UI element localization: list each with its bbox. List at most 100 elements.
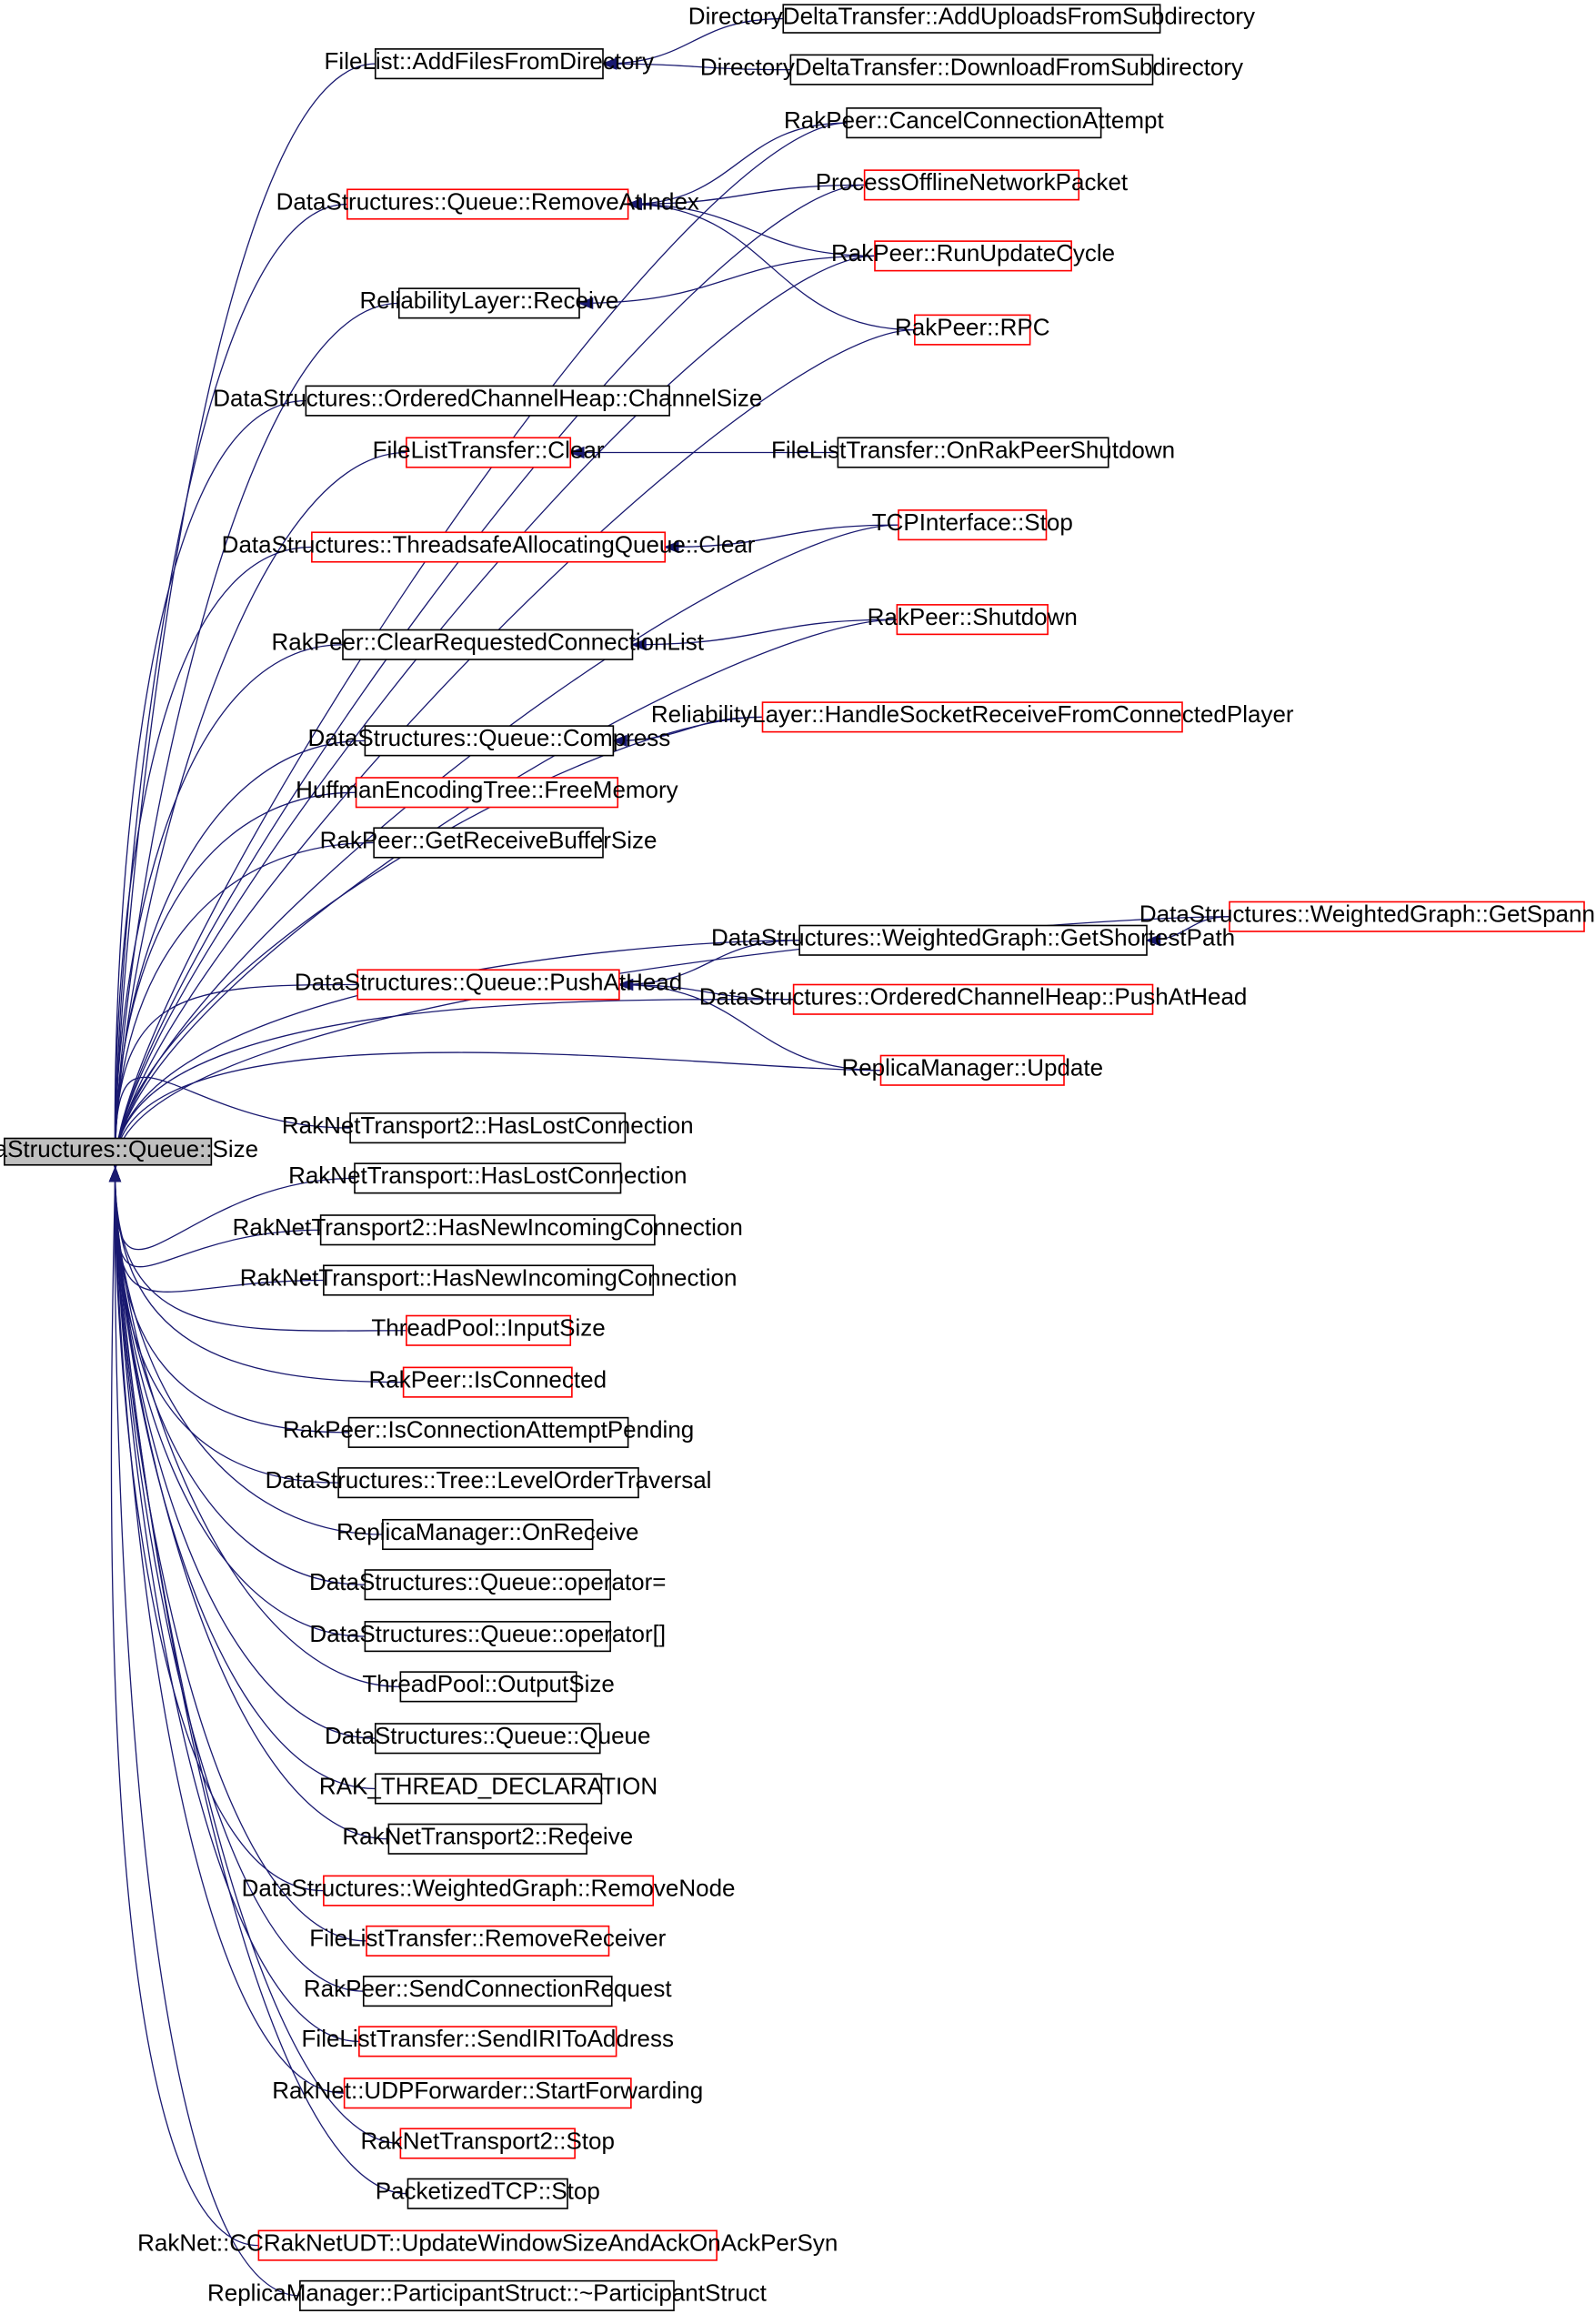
node-onrakshutdown[interactable]: FileListTransfer::OnRakPeerShutdown bbox=[771, 436, 1175, 468]
edge-line bbox=[115, 1167, 349, 1434]
edge-line bbox=[115, 999, 794, 1169]
node-label: RakPeer::CancelConnectionAttempt bbox=[784, 106, 1164, 134]
node-rnt2receive[interactable]: RakNetTransport2::Receive bbox=[342, 1823, 633, 1855]
node-clearreq[interactable]: RakPeer::ClearRequestedConnectionList bbox=[272, 629, 705, 660]
node-box bbox=[343, 2078, 632, 2109]
node-levelorder[interactable]: DataStructures::Tree::LevelOrderTraversa… bbox=[266, 1466, 712, 1499]
node-shutdown[interactable]: RakPeer::Shutdown bbox=[868, 603, 1078, 636]
node-label: ReplicaManager::ParticipantStruct::~Part… bbox=[207, 2279, 768, 2307]
node-getrecvbuf[interactable]: RakPeer::GetReceiveBufferSize bbox=[320, 826, 657, 859]
node-box bbox=[364, 725, 615, 757]
node-label: RakNetTransport2::Receive bbox=[342, 1823, 633, 1850]
node-queuector[interactable]: DataStructures::Queue::Queue bbox=[325, 1722, 650, 1755]
node-box bbox=[356, 969, 620, 1001]
node-box bbox=[406, 1314, 572, 1346]
node-pushathead[interactable]: DataStructures::Queue::PushAtHead bbox=[295, 968, 682, 1001]
node-isconnected[interactable]: RakPeer::IsConnected bbox=[368, 1365, 607, 1398]
node-label: RakNetTransport2::HasNewIncomingConnecti… bbox=[233, 1213, 743, 1241]
node-rmupdate[interactable]: ReplicaManager::Update bbox=[841, 1054, 1103, 1086]
node-tsaqclear[interactable]: DataStructures::ThreadsafeAllocatingQueu… bbox=[222, 530, 756, 563]
node-label: ReliabilityLayer::HandleSocketReceiveFro… bbox=[651, 700, 1294, 728]
node-tpoutput[interactable]: ThreadPool::OutputSize bbox=[362, 1670, 615, 1703]
node-startfwd[interactable]: RakNet::UDPForwarder::StartForwarding bbox=[272, 2077, 703, 2109]
node-sendconnreq[interactable]: RakPeer::SendConnectionRequest bbox=[304, 1975, 672, 2007]
node-box bbox=[399, 1671, 577, 1703]
node-box bbox=[406, 437, 572, 468]
edge-line bbox=[627, 122, 848, 206]
node-processoffline[interactable]: ProcessOfflineNetworkPacket bbox=[816, 168, 1129, 201]
node-label: DataStructures::Queue::operator= bbox=[309, 1568, 666, 1595]
node-rnt2lost[interactable]: RakNetTransport2::HasLostConnection bbox=[282, 1112, 694, 1144]
node-removeatindex[interactable]: DataStructures::Queue::RemoveAtIndex bbox=[276, 187, 699, 220]
edge-n_queuector-to-n_size bbox=[108, 1166, 376, 1739]
node-label: RakPeer::RunUpdateCycle bbox=[831, 239, 1115, 267]
node-label: ThreadPool::OutputSize bbox=[362, 1670, 615, 1697]
node-runupdate[interactable]: RakPeer::RunUpdateCycle bbox=[831, 239, 1115, 272]
node-cancelconn[interactable]: RakPeer::CancelConnectionAttempt bbox=[784, 106, 1164, 139]
node-size[interactable]: DataStructures::Queue::Size bbox=[0, 1135, 258, 1166]
node-label: RakNetTransport::HasLostConnection bbox=[288, 1162, 687, 1189]
node-freememory[interactable]: HuffmanEncodingTree::FreeMemory bbox=[296, 776, 678, 809]
node-isconnpending[interactable]: RakPeer::IsConnectionAttemptPending bbox=[283, 1416, 694, 1448]
node-tcpstop[interactable]: TCPInterface::Stop bbox=[872, 508, 1073, 541]
node-downloadsub[interactable]: DirectoryDeltaTransfer::DownloadFromSubd… bbox=[700, 53, 1243, 86]
node-rntlost[interactable]: RakNetTransport::HasLostConnection bbox=[288, 1162, 687, 1194]
node-label: FileList::AddFilesFromDirectory bbox=[325, 47, 655, 75]
node-rpc[interactable]: RakPeer::RPC bbox=[895, 313, 1050, 346]
node-adduploads[interactable]: DirectoryDeltaTransfer::AddUploadsFromSu… bbox=[688, 2, 1255, 34]
node-rntnew[interactable]: RakNetTransport::HasNewIncomingConnectio… bbox=[240, 1263, 738, 1296]
node-box bbox=[402, 1366, 573, 1398]
node-label: DataStructures::Queue::PushAtHead bbox=[295, 968, 682, 995]
node-spanning[interactable]: DataStructures::WeightedGraph::GetSpanni… bbox=[1139, 900, 1596, 932]
edge-line bbox=[115, 302, 399, 1169]
node-addfiles[interactable]: FileList::AddFilesFromDirectory bbox=[325, 47, 655, 80]
edge-line bbox=[627, 203, 876, 257]
node-box bbox=[358, 2026, 617, 2057]
node-box bbox=[305, 385, 670, 417]
node-label: RakNetTransport::HasNewIncomingConnectio… bbox=[240, 1263, 738, 1291]
node-label: DataStructures::Queue::operator[] bbox=[309, 1620, 666, 1647]
edge-n_compress-to-n_size bbox=[108, 739, 366, 1170]
edge-line bbox=[115, 63, 376, 1169]
node-fltclear[interactable]: FileListTransfer::Clear bbox=[373, 436, 605, 468]
node-box bbox=[337, 1467, 639, 1499]
edge-line bbox=[602, 63, 791, 71]
edge-line bbox=[115, 983, 358, 1169]
node-box bbox=[364, 1621, 611, 1653]
node-compress[interactable]: DataStructures::Queue::Compress bbox=[307, 724, 670, 757]
edge-line bbox=[115, 1167, 407, 1332]
node-ochpush[interactable]: DataStructures::OrderedChannelHeap::Push… bbox=[699, 983, 1248, 1015]
edges bbox=[108, 17, 1230, 2297]
node-partstruct[interactable]: ReplicaManager::ParticipantStruct::~Part… bbox=[207, 2279, 768, 2311]
node-shortest[interactable]: DataStructures::WeightedGraph::GetShorte… bbox=[711, 924, 1235, 956]
node-rmonreceive[interactable]: ReplicaManager::OnReceive bbox=[336, 1518, 638, 1551]
node-removenode[interactable]: DataStructures::WeightedGraph::RemoveNod… bbox=[242, 1874, 736, 1906]
node-box bbox=[311, 531, 667, 563]
node-box bbox=[364, 1569, 611, 1601]
node-rnt2stop[interactable]: RakNetTransport2::Stop bbox=[361, 2127, 615, 2159]
node-tpinput[interactable]: ThreadPool::InputSize bbox=[371, 1314, 606, 1346]
edge-line bbox=[114, 546, 312, 1169]
node-sendiri[interactable]: FileListTransfer::SendIRIToAddress bbox=[302, 2025, 674, 2057]
node-ccrak[interactable]: RakNet::CCRakNetUDT::UpdateWindowSizeAnd… bbox=[137, 2228, 838, 2261]
node-rnt2new[interactable]: RakNetTransport2::HasNewIncomingConnecti… bbox=[233, 1213, 743, 1246]
node-rakthread[interactable]: RAK_THREAD_DECLARATION bbox=[319, 1772, 657, 1805]
edge-line bbox=[115, 739, 366, 1169]
node-box bbox=[914, 314, 1031, 346]
node-label: ReplicaManager::Update bbox=[841, 1054, 1103, 1082]
node-opassign[interactable]: DataStructures::Queue::operator= bbox=[309, 1568, 666, 1601]
node-opindex[interactable]: DataStructures::Queue::operator[] bbox=[309, 1620, 666, 1653]
edge-line bbox=[115, 1167, 401, 1688]
node-removereceiver[interactable]: FileListTransfer::RemoveReceiver bbox=[309, 1925, 667, 1957]
node-channelsize[interactable]: DataStructures::OrderedChannelHeap::Chan… bbox=[213, 384, 762, 417]
node-relreceive[interactable]: ReliabilityLayer::Receive bbox=[360, 287, 619, 319]
node-handlesocket[interactable]: ReliabilityLayer::HandleSocketReceiveFro… bbox=[651, 700, 1294, 733]
node-label: DataStructures::Queue::RemoveAtIndex bbox=[276, 187, 699, 215]
edge-line bbox=[115, 1076, 351, 1169]
node-ptcpstop[interactable]: PacketizedTCP::Stop bbox=[376, 2178, 600, 2209]
node-label: DataStructures::WeightedGraph::GetSpanni… bbox=[1139, 900, 1596, 928]
node-label: RakNetTransport2::HasLostConnection bbox=[282, 1112, 694, 1139]
node-label: DataStructures::OrderedChannelHeap::Push… bbox=[699, 983, 1248, 1011]
node-label: DataStructures::OrderedChannelHeap::Chan… bbox=[213, 384, 762, 411]
node-label: TCPInterface::Stop bbox=[872, 508, 1073, 536]
